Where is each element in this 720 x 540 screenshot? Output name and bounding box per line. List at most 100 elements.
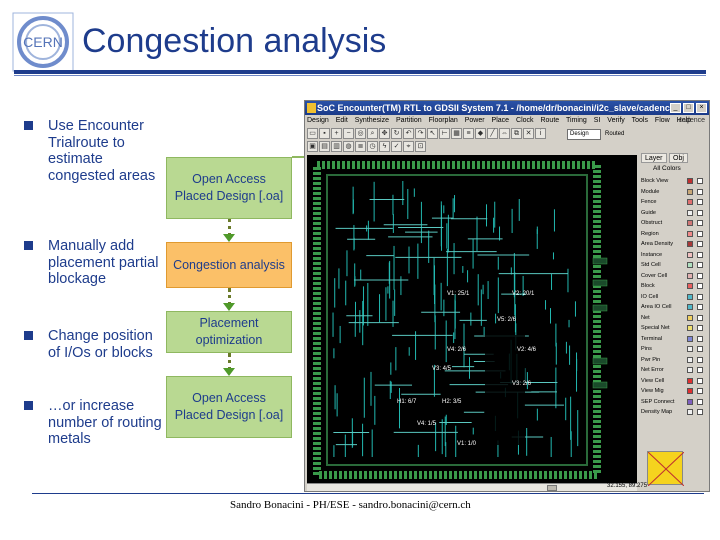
layer-color-swatch[interactable]: [687, 346, 693, 352]
zoom-in-icon[interactable]: +: [331, 128, 342, 139]
layer-color-swatch[interactable]: [687, 356, 693, 363]
redraw-icon[interactable]: ↻: [391, 128, 402, 139]
layer-color-swatch[interactable]: [687, 272, 693, 279]
layer-item[interactable]: Region: [639, 230, 709, 238]
menu-help[interactable]: Help: [676, 117, 692, 124]
layer-item[interactable]: Area Density: [639, 240, 709, 248]
grid-icon[interactable]: ▦: [451, 128, 462, 139]
zoom-area-icon[interactable]: ⌕: [367, 128, 378, 139]
layer-item[interactable]: Density Map: [639, 408, 709, 416]
layer-icon[interactable]: ≡: [463, 128, 474, 139]
layer-item[interactable]: Special Net: [639, 324, 709, 332]
layer-visibility-checkbox[interactable]: [697, 241, 703, 247]
route-icon[interactable]: ≣: [355, 141, 366, 152]
layer-color-swatch[interactable]: [687, 409, 693, 415]
layer-item[interactable]: Block: [639, 282, 709, 290]
floorplan-icon[interactable]: ▤: [319, 141, 330, 152]
layer-color-swatch[interactable]: [687, 335, 693, 342]
layer-item[interactable]: Obstruct: [639, 219, 709, 227]
snap-icon[interactable]: ⊡: [415, 141, 426, 152]
layer-item[interactable]: IO Cell: [639, 293, 709, 301]
layer-color-swatch[interactable]: [687, 377, 693, 384]
layer-visibility-checkbox[interactable]: [697, 272, 703, 279]
layer-item[interactable]: Terminal: [639, 335, 709, 343]
menu-edit[interactable]: Edit: [335, 117, 348, 124]
menu-design[interactable]: Design: [307, 117, 329, 124]
amoeba-icon[interactable]: ◍: [343, 141, 354, 152]
layer-item[interactable]: Net Error: [639, 366, 709, 374]
find-icon[interactable]: ⌖: [403, 141, 414, 152]
layer-color-swatch[interactable]: [687, 178, 693, 184]
layer-item[interactable]: Guide: [639, 209, 709, 217]
layer-visibility-checkbox[interactable]: [697, 209, 703, 216]
copy-icon[interactable]: ⧉: [511, 128, 522, 139]
info-icon[interactable]: i: [535, 128, 546, 139]
layer-color-swatch[interactable]: [687, 325, 693, 331]
menu-tools[interactable]: Tools: [631, 117, 648, 124]
layer-visibility-checkbox[interactable]: [697, 293, 703, 300]
menu-partition[interactable]: Partition: [395, 117, 422, 124]
menu-verify[interactable]: Verify: [607, 117, 625, 124]
power-icon[interactable]: ϟ: [379, 141, 390, 152]
layer-color-swatch[interactable]: [687, 283, 693, 289]
layer-visibility-checkbox[interactable]: [697, 314, 703, 321]
layer-visibility-checkbox[interactable]: [697, 178, 703, 184]
layer-item[interactable]: Instance: [639, 251, 709, 259]
layer-item[interactable]: View Cell: [639, 377, 709, 385]
layer-color-swatch[interactable]: [687, 293, 693, 300]
layer-visibility-checkbox[interactable]: [697, 377, 703, 384]
layer-color-swatch[interactable]: [687, 388, 693, 394]
delete-icon[interactable]: ✕: [523, 128, 534, 139]
window-titlebar[interactable]: SoC Encounter(TM) RTL to GDSII System 7.…: [305, 101, 709, 115]
layer-item[interactable]: Module: [639, 188, 709, 196]
layer-color-swatch[interactable]: [687, 188, 693, 195]
layer-visibility-checkbox[interactable]: [697, 388, 703, 394]
layer-color-swatch[interactable]: [687, 262, 693, 268]
menu-place[interactable]: Place: [491, 117, 510, 124]
highlight-icon[interactable]: ◆: [475, 128, 486, 139]
layer-visibility-checkbox[interactable]: [697, 409, 703, 415]
tab-layer[interactable]: Layer: [641, 153, 667, 163]
layer-visibility-checkbox[interactable]: [697, 188, 703, 195]
menu-floorplan[interactable]: Floorplan: [428, 117, 458, 124]
layer-visibility-checkbox[interactable]: [697, 251, 703, 258]
layer-visibility-checkbox[interactable]: [697, 367, 703, 373]
menu-power[interactable]: Power: [464, 117, 485, 124]
layer-visibility-checkbox[interactable]: [697, 356, 703, 363]
undo-icon[interactable]: ↶: [403, 128, 414, 139]
layer-item[interactable]: Pins: [639, 345, 709, 353]
layer-item[interactable]: Cover Cell: [639, 272, 709, 280]
layer-item[interactable]: Net: [639, 314, 709, 322]
layer-color-swatch[interactable]: [687, 251, 693, 258]
wire-icon[interactable]: ╱: [487, 128, 498, 139]
menu-si[interactable]: SI: [593, 117, 601, 124]
menu-route[interactable]: Route: [540, 117, 560, 124]
layer-color-swatch[interactable]: [687, 209, 693, 216]
layer-visibility-checkbox[interactable]: [697, 283, 703, 289]
layer-color-swatch[interactable]: [687, 398, 693, 405]
layer-visibility-checkbox[interactable]: [697, 199, 703, 205]
layer-color-swatch[interactable]: [687, 367, 693, 373]
layer-color-swatch[interactable]: [687, 241, 693, 247]
check-icon[interactable]: ✓: [391, 141, 402, 152]
layer-visibility-checkbox[interactable]: [697, 325, 703, 331]
menu-clock[interactable]: Clock: [516, 117, 534, 124]
layer-color-swatch[interactable]: [687, 220, 693, 226]
layer-item[interactable]: SEP Connect: [639, 398, 709, 406]
select-icon[interactable]: ↖: [427, 128, 438, 139]
menu-flow[interactable]: Flow: [654, 117, 670, 124]
open-icon[interactable]: ▭: [307, 128, 318, 139]
timing-icon[interactable]: ◷: [367, 141, 378, 152]
view-icon[interactable]: ▣: [307, 141, 318, 152]
layer-color-swatch[interactable]: [687, 199, 693, 205]
save-icon[interactable]: ▪: [319, 128, 330, 139]
scrollbar-thumb[interactable]: [547, 485, 557, 491]
view-select[interactable]: Design: [567, 129, 601, 140]
all-colors-label[interactable]: All Colors: [653, 165, 681, 172]
minimize-icon[interactable]: _: [670, 103, 681, 113]
zoom-out-icon[interactable]: −: [343, 128, 354, 139]
maximize-icon[interactable]: □: [683, 103, 694, 113]
physical-icon[interactable]: ▥: [331, 141, 342, 152]
layer-color-swatch[interactable]: [687, 304, 693, 310]
